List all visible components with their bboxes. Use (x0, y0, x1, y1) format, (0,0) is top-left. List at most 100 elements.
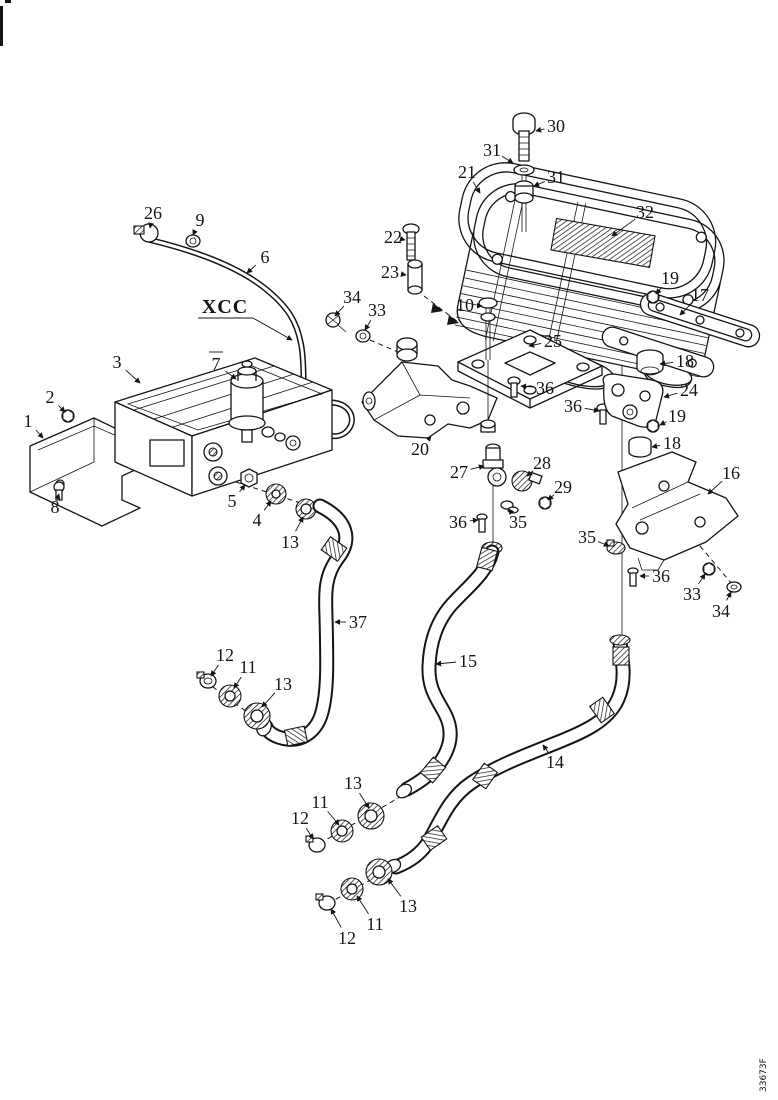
washer-31-lower (514, 180, 534, 204)
leader-line (528, 342, 542, 348)
elbow-13 (365, 858, 393, 886)
callout-19: 19 (668, 406, 686, 426)
drawing-number: 33673F (759, 1058, 769, 1092)
pipe-boss-top (396, 337, 418, 362)
leader-line (526, 470, 534, 477)
callout-36: 36 (449, 512, 467, 532)
clamp-35-right (606, 539, 626, 555)
callout-30: 30 (547, 116, 565, 136)
scan-artifact (5, 0, 11, 3)
callout-20: 20 (411, 439, 429, 459)
callout-37: 37 (349, 612, 367, 632)
leader-line (327, 810, 340, 826)
leader-line (535, 126, 545, 133)
leader-line (472, 181, 481, 194)
callout-18: 18 (663, 433, 681, 453)
callout-5: 5 (228, 491, 237, 511)
callout-19: 19 (661, 268, 679, 288)
callout-21: 21 (458, 162, 476, 182)
hose-15 (395, 544, 500, 799)
callout-12: 12 (291, 808, 309, 828)
leader-line (58, 405, 66, 413)
callout-6: 6 (261, 247, 270, 267)
base-plate-25 (457, 297, 610, 433)
cover-frame-21 (458, 162, 717, 299)
callout-35: 35 (578, 527, 596, 547)
leader-line (542, 744, 549, 753)
callout-33: 33 (368, 300, 386, 320)
xcc-note: XCC (202, 296, 248, 318)
fitting-group-hose37 (196, 671, 271, 730)
callout-12: 12 (338, 928, 356, 948)
callout-35: 35 (509, 512, 527, 532)
clamp-13-upper (295, 498, 317, 520)
leader-line (305, 827, 314, 840)
callout-25: 25 (544, 331, 562, 351)
callout-34: 34 (343, 287, 361, 307)
elbow-4 (265, 483, 287, 505)
callout-8: 8 (51, 497, 60, 517)
callout-26: 26 (144, 203, 162, 223)
callout-3: 3 (113, 352, 122, 372)
callout-13: 13 (399, 896, 417, 916)
clamp-12 (196, 671, 217, 689)
leader-line (239, 484, 246, 492)
callout-10: 10 (456, 295, 474, 315)
leader-line (246, 264, 257, 274)
leader-line (533, 181, 546, 187)
callout-4: 4 (253, 510, 262, 530)
callout-17: 17 (691, 285, 709, 305)
bolt-22 (402, 223, 420, 261)
callout-11: 11 (366, 914, 383, 934)
mounting-strip-17-upper (639, 292, 761, 348)
leader-line (501, 155, 514, 164)
bolt-36-valve (476, 513, 488, 533)
leader-line (35, 429, 44, 439)
leader-line (263, 500, 272, 511)
block-3 (114, 357, 333, 497)
elbow-fitting-27 (482, 443, 507, 487)
nameplate (550, 217, 656, 268)
connector-11 (340, 877, 364, 901)
bracket-16 (615, 451, 739, 571)
fitting-group-hose15 (305, 802, 385, 853)
leader-line (425, 435, 432, 442)
hose-14 (384, 634, 631, 875)
clamp-12 (315, 893, 336, 911)
leader-line (295, 516, 304, 532)
clamp-26 (133, 223, 159, 243)
fitting-group-hose14 (315, 858, 393, 911)
nut-19-lower (646, 419, 660, 433)
washer-34-right (726, 581, 742, 593)
callout-1: 1 (24, 411, 33, 431)
callout-14: 14 (546, 752, 564, 772)
nut-2 (61, 409, 75, 423)
leader-line (584, 407, 600, 413)
callout-16: 16 (722, 463, 740, 483)
banjo-bolt-34 (325, 312, 347, 333)
fitting-5 (240, 468, 258, 488)
leader-line (435, 660, 457, 667)
callout-31: 31 (547, 167, 565, 187)
leader-line (359, 792, 370, 809)
leader-line (469, 517, 479, 524)
spacer-23 (407, 259, 423, 295)
valve-7 (228, 360, 301, 451)
callout-29: 29 (554, 477, 572, 497)
xcc-note-group: XCC (198, 296, 293, 341)
leader-line (470, 464, 485, 471)
connector-11 (330, 819, 354, 843)
bolt-36-bottom (627, 567, 639, 587)
leader-line (261, 692, 276, 708)
callout-33: 33 (683, 584, 701, 604)
leader-line (547, 494, 555, 501)
bracket-24 (602, 373, 664, 428)
leader-line (508, 508, 515, 515)
leader-line (330, 908, 342, 928)
callout-24: 24 (680, 380, 698, 400)
leader-line (679, 303, 692, 316)
bracket-20 (361, 337, 498, 439)
leader-line (651, 443, 661, 449)
callout-22: 22 (384, 227, 402, 247)
